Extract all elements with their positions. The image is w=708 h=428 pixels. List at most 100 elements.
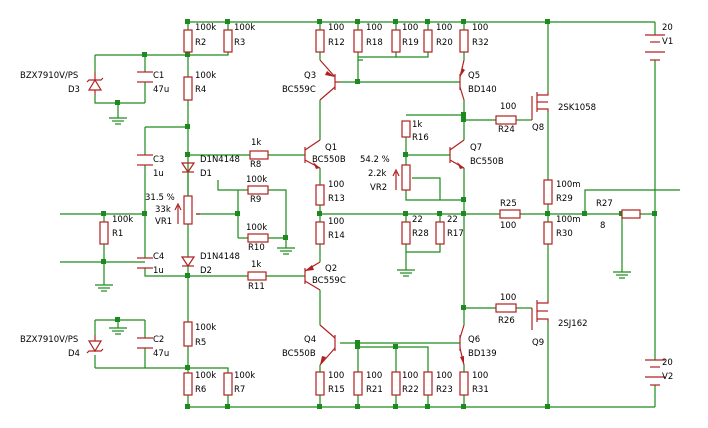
battery-v2 (645, 359, 665, 386)
label-r27-value: 8 (600, 221, 605, 231)
label-r23-value: 100 (436, 371, 452, 381)
label-r6-value: 100k (195, 371, 216, 381)
label-c3-value: 1u (153, 169, 164, 179)
label-q9: Q9 (532, 338, 544, 348)
resistor-r14 (315, 221, 325, 245)
transistor-q9 (531, 300, 549, 330)
label-c1-value: 47u (153, 85, 169, 95)
label-r10-value: 100k (246, 223, 267, 233)
label-r12-value: 100 (328, 23, 344, 33)
transistor-q7 (449, 139, 465, 169)
resistor-r13 (315, 184, 325, 206)
label-d3-value: BZX7910V/PS (20, 71, 78, 81)
label-r17: R17 (447, 229, 464, 239)
label-d1: D1 (200, 169, 212, 179)
capacitor-c1 (137, 71, 153, 83)
label-r10: R10 (248, 243, 265, 253)
resistor-r1 (99, 221, 109, 245)
label-q8-value: 2SK1058 (558, 103, 596, 113)
label-r16-value: 1k (412, 120, 422, 130)
label-r25: R25 (500, 199, 517, 209)
label-c1: C1 (153, 71, 164, 81)
label-q2-value: BC559C (312, 276, 346, 286)
label-r13: R13 (328, 194, 345, 204)
resistor-r12 (315, 29, 325, 53)
battery-v1 (645, 34, 665, 61)
transistor-q4 (319, 324, 336, 366)
resistor-r8 (249, 150, 269, 160)
label-r6: R6 (195, 385, 206, 395)
label-r11-value: 1k (251, 260, 261, 270)
label-r22: R22 (402, 385, 419, 395)
label-r15: R15 (328, 385, 345, 395)
label-r19: R19 (402, 38, 419, 48)
label-r16: R16 (412, 133, 429, 143)
resistor-r24 (495, 115, 517, 125)
label-d2-value: D1N4148 (200, 252, 240, 262)
label-r9: R9 (250, 195, 261, 205)
label-vr1: VR1 (155, 217, 172, 227)
label-r21-value: 100 (366, 371, 382, 381)
transistor-q6 (459, 324, 465, 366)
ground-icon (277, 247, 295, 255)
label-r8-value: 1k (251, 138, 261, 148)
ground-icon (109, 117, 127, 125)
potentiometer-vr2 (401, 164, 411, 191)
label-q1-value: BC550B (312, 155, 346, 165)
resistor-r18 (353, 29, 363, 53)
resistor-r31 (459, 371, 469, 396)
resistor-r30 (543, 221, 553, 245)
label-q8: Q8 (532, 123, 544, 133)
label-q7: Q7 (470, 143, 482, 153)
resistor-r2 (183, 29, 193, 53)
label-r7: R7 (234, 385, 245, 395)
label-c2-value: 47u (153, 349, 169, 359)
label-r23: R23 (436, 385, 453, 395)
label-r26-value: 100 (500, 293, 516, 303)
label-v2-value: 20 (662, 358, 673, 368)
label-r30: R30 (556, 229, 573, 239)
label-vr2-value: 2.2k (368, 169, 387, 179)
label-r5-value: 100k (195, 323, 216, 333)
label-d4-value: BZX7910V/PS (20, 335, 78, 345)
label-r31-value: 100 (472, 371, 488, 381)
label-r7-value: 100k (234, 371, 255, 381)
component-labels: 100k R1 100k R2 100k R3 100k R4 100k R5 … (20, 23, 673, 395)
resistor-r20 (423, 29, 433, 53)
diodes (86, 72, 196, 354)
label-r5: R5 (195, 338, 206, 348)
transistor-q2 (304, 261, 321, 291)
resistor-r28 (401, 221, 411, 245)
label-r4: R4 (195, 85, 206, 95)
label-q5: Q5 (468, 71, 480, 81)
label-r27: R27 (596, 199, 613, 209)
resistor-r5 (183, 321, 193, 347)
resistor-r23 (423, 371, 433, 396)
resistor-r15 (315, 371, 325, 396)
label-r8: R8 (250, 160, 261, 170)
ground-icon (397, 269, 415, 277)
label-vr2: VR2 (370, 183, 387, 193)
label-r20-value: 100 (436, 23, 452, 33)
label-r1-value: 100k (112, 215, 133, 225)
label-r26: R26 (498, 316, 515, 326)
label-q4-value: BC550B (282, 349, 316, 359)
label-r29-value: 100m (556, 180, 581, 190)
label-c4: C4 (153, 252, 164, 262)
label-c4-value: 1u (153, 266, 164, 276)
label-r31: R31 (472, 385, 489, 395)
resistor-r17 (435, 221, 445, 245)
label-q2: Q2 (325, 264, 337, 274)
label-r20: R20 (436, 38, 453, 48)
label-r11: R11 (248, 282, 265, 292)
potentiometer-vr1 (183, 195, 193, 225)
label-q6: Q6 (468, 335, 480, 345)
label-r32: R32 (472, 38, 489, 48)
label-r21: R21 (366, 385, 383, 395)
label-r14-value: 100 (328, 217, 344, 227)
label-q9-value: 2SJ162 (558, 319, 588, 329)
resistor-r9 (247, 185, 269, 195)
label-c3: C3 (153, 155, 164, 165)
label-d2: D2 (200, 266, 212, 276)
